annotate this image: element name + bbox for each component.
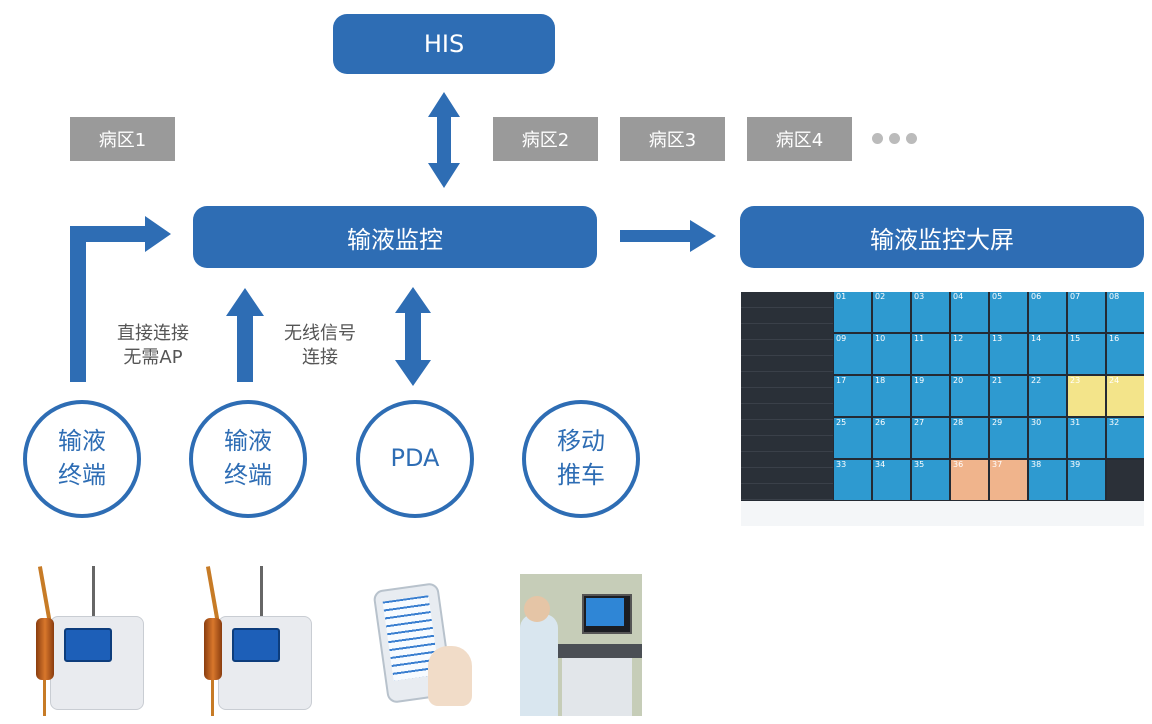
bed-cell: 05 (990, 292, 1027, 332)
bed-cell: 13 (990, 334, 1027, 374)
terminal-pda: PDA (356, 400, 474, 518)
bed-cell: 30 (1029, 418, 1066, 458)
bed-cell-empty (1107, 460, 1144, 500)
direct-connect-note: 直接连接无需AP (117, 323, 189, 369)
bed-cell-warning: 24 (1107, 376, 1144, 416)
terminal-up-arrow (226, 288, 264, 382)
bed-cell: 18 (873, 376, 910, 416)
mobile-cart-photo (520, 574, 642, 716)
direct-connect-arrow (70, 216, 171, 382)
bed-cell: 19 (912, 376, 949, 416)
infusion-terminal-photo-2 (190, 566, 312, 716)
monitor-node: 输液监控 (193, 206, 597, 268)
bed-cell: 28 (951, 418, 988, 458)
terminal-infusion-2: 输液终端 (189, 400, 307, 518)
bed-cell: 15 (1068, 334, 1105, 374)
bed-cell: 32 (1107, 418, 1144, 458)
screen-sidebar (741, 292, 833, 516)
bed-cell: 12 (951, 334, 988, 374)
bed-cell: 14 (1029, 334, 1066, 374)
bed-cell: 01 (834, 292, 871, 332)
bed-cell: 08 (1107, 292, 1144, 332)
bed-cell: 39 (1068, 460, 1105, 500)
bed-cell: 10 (873, 334, 910, 374)
his-monitor-arrow (428, 92, 460, 188)
ward-1-label: 病区1 (70, 117, 175, 161)
bed-cell: 33 (834, 460, 871, 500)
monitor-screen-arrow (620, 220, 716, 252)
bed-cell: 34 (873, 460, 910, 500)
bed-cell: 31 (1068, 418, 1105, 458)
bed-cell-alert: 36 (951, 460, 988, 500)
ward-3-label: 病区3 (620, 117, 725, 161)
wireless-arrow (395, 287, 431, 386)
bed-cell: 21 (990, 376, 1027, 416)
bed-cell: 35 (912, 460, 949, 500)
bed-cell-warning: 23 (1068, 376, 1105, 416)
ellipsis-dots (872, 131, 922, 146)
big-screen-preview: 01 02 03 04 05 06 07 08 09 10 11 12 13 1… (741, 292, 1144, 526)
infusion-terminal-photo-1 (22, 566, 144, 716)
terminal-infusion-1: 输液终端 (23, 400, 141, 518)
bed-cell: 17 (834, 376, 871, 416)
bed-cell: 02 (873, 292, 910, 332)
big-screen-node: 输液监控大屏 (740, 206, 1144, 268)
bed-cell: 07 (1068, 292, 1105, 332)
screen-footer (741, 501, 1144, 526)
bed-cell: 04 (951, 292, 988, 332)
screen-bed-grid: 01 02 03 04 05 06 07 08 09 10 11 12 13 1… (834, 292, 1144, 500)
bed-cell: 25 (834, 418, 871, 458)
ward-4-label: 病区4 (747, 117, 852, 161)
bed-cell: 27 (912, 418, 949, 458)
bed-cell: 29 (990, 418, 1027, 458)
bed-cell: 11 (912, 334, 949, 374)
wireless-note: 无线信号连接 (284, 323, 356, 369)
bed-cell: 22 (1029, 376, 1066, 416)
bed-cell: 26 (873, 418, 910, 458)
bed-cell: 09 (834, 334, 871, 374)
bed-cell: 38 (1029, 460, 1066, 500)
bed-cell-alert: 37 (990, 460, 1027, 500)
his-node: HIS (333, 14, 555, 74)
bed-cell: 03 (912, 292, 949, 332)
bed-cell: 20 (951, 376, 988, 416)
ward-2-label: 病区2 (493, 117, 598, 161)
terminal-cart: 移动推车 (522, 400, 640, 518)
bed-cell: 16 (1107, 334, 1144, 374)
pda-photo (366, 576, 478, 716)
bed-cell: 06 (1029, 292, 1066, 332)
